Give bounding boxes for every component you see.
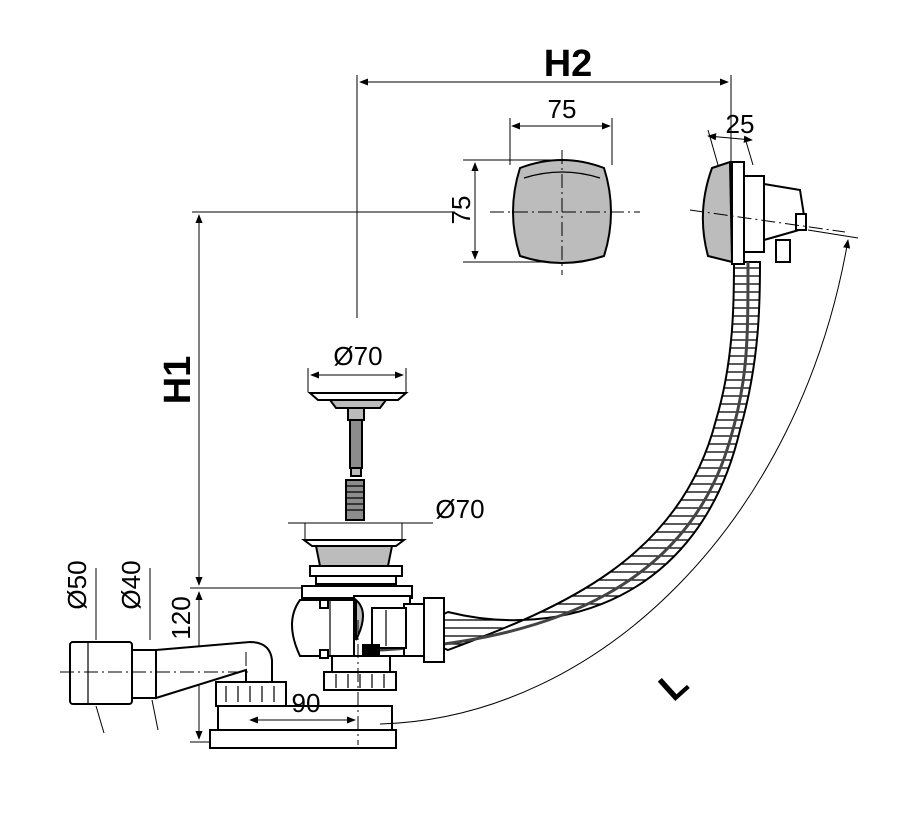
h1-label: H1 [157, 356, 199, 405]
overflow-hose [362, 261, 762, 663]
h1-dimension: H1 [157, 211, 455, 589]
inner-diameter-label: Ø40 [116, 560, 146, 609]
overflow-cap-front: 75 75 [446, 94, 640, 275]
overflow-head-side: 25 [689, 109, 846, 265]
outer-diameter-label: Ø50 [62, 560, 92, 609]
cap-height-label: 75 [446, 196, 476, 225]
cap-width-label: 75 [548, 94, 577, 124]
click-clack-plug: Ø70 [307, 341, 409, 521]
height-120-label: 120 [166, 596, 196, 639]
h2-label: H2 [544, 43, 593, 85]
plug-diameter-label: Ø70 [333, 341, 382, 371]
outlet-diameter-label: Ø70 [435, 494, 484, 524]
length-dimension: L [379, 229, 859, 725]
trap-base: 90 [209, 620, 397, 749]
outlet-elbow: Ø50 Ø40 [60, 560, 273, 740]
offset-90-label: 90 [292, 688, 321, 718]
h2-dimension: H2 [356, 43, 732, 318]
head-depth-label: 25 [726, 109, 755, 139]
length-label: L [651, 663, 696, 710]
